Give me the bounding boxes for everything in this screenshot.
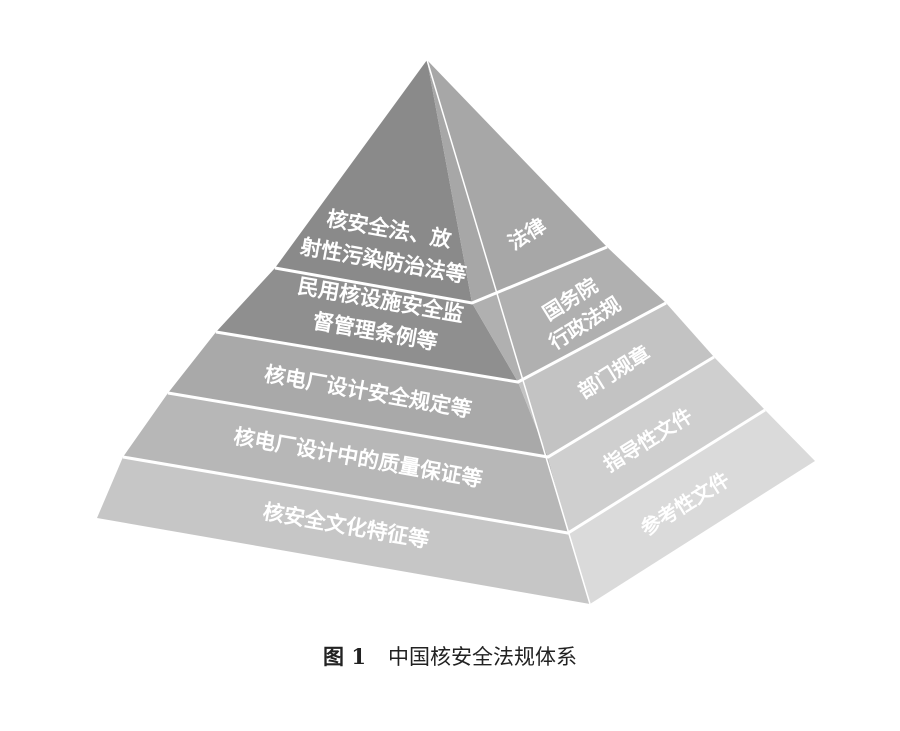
pyramid-level-law-side [427,60,607,303]
pyramid-edge-line [426,59,591,605]
figure-caption: 图 1 中国核安全法规体系 [0,641,900,671]
pyramid-level-regulations-side [472,247,666,382]
pyramid-level-department-rules-side [518,303,714,457]
figure-number: 图 1 [323,644,366,669]
figure-title: 中国核安全法规体系 [387,645,577,669]
pyramid-level-guidance-side [548,357,765,533]
separator-line [167,355,715,459]
pyramid-separators [122,59,766,605]
pyramid-level-reference-front [97,457,590,604]
pyramid-level-guidance-front [123,393,568,533]
pyramid-level-reference-side [568,410,815,604]
pyramid-level-regulations-front [216,268,518,382]
separator-line [274,245,608,305]
pyramid-level-law-front [275,60,472,303]
pyramid-level-department-rules-front [168,332,548,457]
separator-line [215,301,667,384]
